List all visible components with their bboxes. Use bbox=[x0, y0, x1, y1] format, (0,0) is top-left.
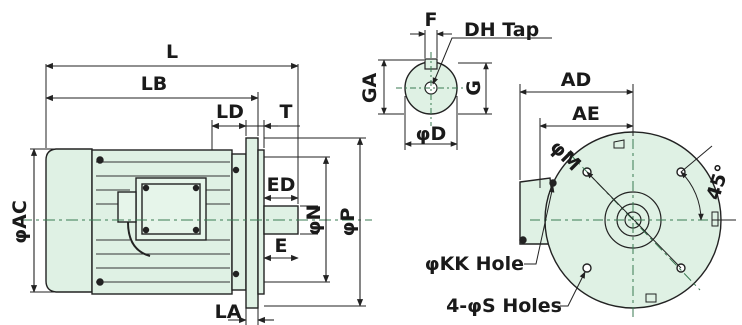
label-AC: φAC bbox=[9, 200, 31, 244]
label-L: L bbox=[166, 41, 178, 63]
label-F: F bbox=[425, 9, 438, 31]
label-KK-hole: φKK Hole bbox=[425, 253, 524, 275]
end-shield bbox=[231, 153, 247, 291]
shaft-dimension-lines bbox=[378, 30, 552, 150]
label-S-holes: 4-φS Holes bbox=[446, 295, 562, 317]
label-LD: LD bbox=[216, 101, 244, 123]
label-AE: AE bbox=[572, 103, 600, 125]
label-ED: ED bbox=[267, 174, 296, 196]
label-DH-tap: DH Tap bbox=[464, 19, 539, 41]
label-LA: LA bbox=[215, 301, 242, 323]
label-E: E bbox=[275, 235, 288, 257]
motor-side-view bbox=[45, 137, 299, 309]
shaft-end-view bbox=[396, 52, 466, 126]
mount-hole-3 bbox=[582, 263, 592, 273]
label-AD: AD bbox=[561, 69, 591, 91]
cooling-fins bbox=[96, 161, 230, 283]
label-P: φP bbox=[337, 208, 359, 237]
label-angle: 45° bbox=[702, 162, 734, 203]
flange bbox=[245, 137, 259, 309]
label-G: G bbox=[463, 80, 485, 96]
label-N: φN bbox=[303, 205, 325, 236]
label-GA: GA bbox=[359, 73, 381, 104]
label-D: φD bbox=[416, 123, 447, 145]
label-LB: LB bbox=[141, 73, 168, 95]
label-T: T bbox=[280, 101, 293, 123]
side-dimension-lines bbox=[30, 62, 364, 324]
flange-dimension-lines bbox=[519, 84, 736, 307]
